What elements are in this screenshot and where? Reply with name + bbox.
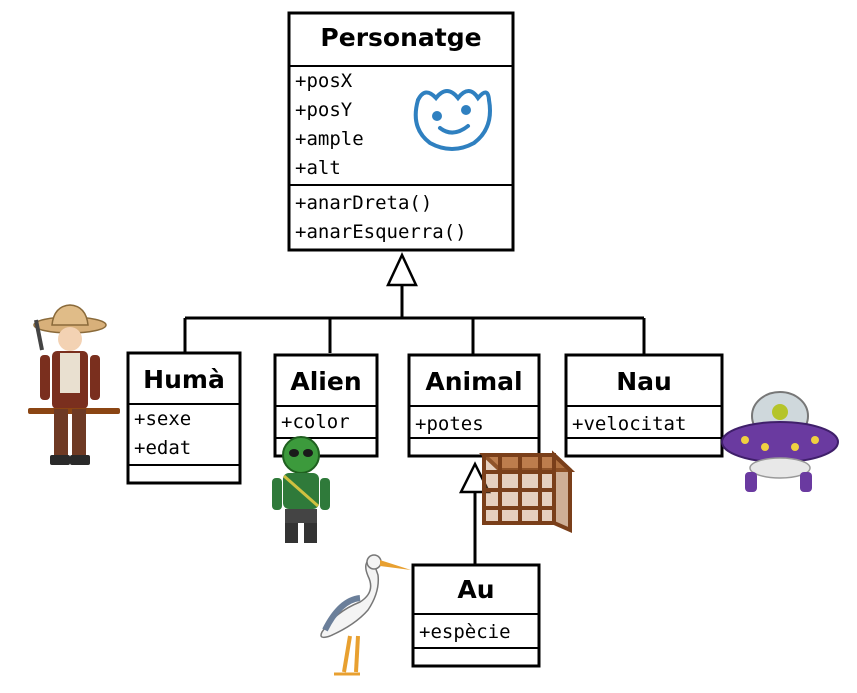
attribute: +potes xyxy=(415,413,484,435)
attribute: +ample xyxy=(295,128,364,150)
attribute: +sexe xyxy=(134,408,191,430)
attribute: +color xyxy=(281,411,350,433)
class-personatge: Personatge +posX +posY +ample +alt +anar… xyxy=(287,11,515,252)
attribute: +posX xyxy=(295,70,353,92)
class-name: Au xyxy=(457,575,494,604)
class-name: Alien xyxy=(290,367,361,396)
method: +anarDreta() xyxy=(295,192,432,214)
class-name: Personatge xyxy=(320,23,481,52)
attribute: +velocitat xyxy=(572,413,686,435)
ufo-icon xyxy=(721,391,839,492)
attribute: +edat xyxy=(134,437,191,459)
class-au: Au +espècie xyxy=(411,563,541,668)
smiley-logo-icon xyxy=(413,89,492,151)
class-box xyxy=(126,351,242,485)
class-name: Humà xyxy=(143,365,225,394)
heron-icon xyxy=(320,554,411,676)
class-name: Animal xyxy=(425,367,522,396)
attribute: +alt xyxy=(295,157,341,179)
inheritance-arrow-personatge xyxy=(386,252,418,287)
class-box xyxy=(411,563,541,668)
class-animal: Animal +potes xyxy=(407,353,541,458)
attribute: +espècie xyxy=(419,621,511,643)
method: +anarEsquerra() xyxy=(295,221,467,243)
alien-figure-icon xyxy=(272,436,330,543)
cowboy-figure-icon xyxy=(28,304,120,465)
class-nau: Nau +velocitat xyxy=(564,353,724,458)
class-huma: Humà +sexe +edat xyxy=(126,351,242,485)
crate-icon xyxy=(478,450,576,534)
class-box xyxy=(287,11,515,252)
attribute: +posY xyxy=(295,99,353,121)
class-name: Nau xyxy=(616,367,672,396)
